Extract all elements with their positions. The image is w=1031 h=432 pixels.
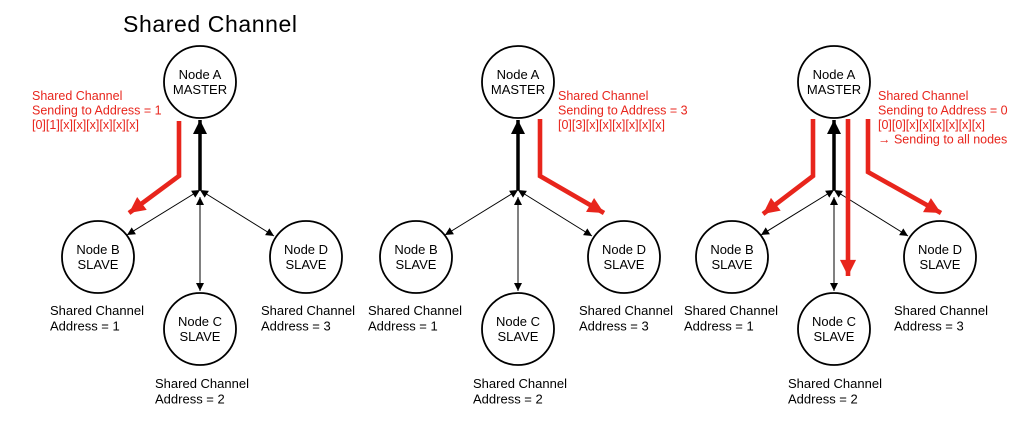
caption-slave-c-line2: Address = 2 [788, 392, 858, 407]
caption-slave-b-line1: Shared Channel [684, 303, 778, 318]
node-b-role: SLAVE [78, 257, 119, 272]
node-a-role: MASTER [807, 82, 861, 97]
node-c-circle [163, 292, 237, 366]
annotation-addr3-line3: [0][3][x][x][x][x][x][x] [558, 118, 665, 132]
caption-slave-c-line2: Address = 2 [155, 392, 225, 407]
annotation-addr0-line1: Shared Channel [878, 89, 968, 103]
node-b-role: SLAVE [712, 257, 753, 272]
annotation-addr1-line1: Shared Channel [32, 89, 122, 103]
bus-link-slave-d [517, 189, 593, 237]
red-send-arrow-to-b [127, 121, 182, 215]
node-b-circle [61, 220, 135, 294]
node-c-circle [481, 292, 555, 366]
node-c-name: Node C [496, 314, 540, 329]
diagram-send-address-1: Node A MASTER Node B SLAVE Node C SLAVE … [32, 45, 355, 407]
caption-slave-b-line2: Address = 1 [50, 319, 120, 334]
annotation-addr0-line2: Sending to Address = 0 [878, 104, 1008, 118]
node-a-name: Node A [179, 67, 222, 82]
bus-link-slave-b [760, 189, 835, 236]
node-d-name: Node D [602, 242, 646, 257]
annotation-addr1-line3: [0][1][x][x][x][x][x][x] [32, 118, 139, 132]
caption-slave-c-line1: Shared Channel [788, 376, 882, 391]
bus-link-slave-d [833, 189, 909, 237]
node-d-name: Node D [918, 242, 962, 257]
node-a-circle [163, 45, 237, 119]
node-a-circle [481, 45, 555, 119]
node-a-circle [797, 45, 871, 119]
node-c-name: Node C [178, 314, 222, 329]
annotation-addr1-line2: Sending to Address = 1 [32, 104, 162, 118]
caption-slave-d-line1: Shared Channel [579, 303, 673, 318]
caption-slave-d-line1: Shared Channel [894, 303, 988, 318]
node-d-role: SLAVE [286, 257, 327, 272]
diagram-send-address-0-broadcast: Node A MASTER Node B SLAVE Node C SLAVE … [684, 45, 1008, 407]
node-b-circle [695, 220, 769, 294]
node-c-role: SLAVE [180, 329, 221, 344]
caption-slave-b-line1: Shared Channel [50, 303, 144, 318]
node-a-role: MASTER [173, 82, 227, 97]
node-d-role: SLAVE [920, 257, 961, 272]
node-b-role: SLAVE [396, 257, 437, 272]
caption-slave-b-line2: Address = 1 [684, 319, 754, 334]
red-send-arrow-to-b [761, 119, 816, 216]
node-b-name: Node B [76, 242, 119, 257]
annotation-addr3-line2: Sending to Address = 3 [558, 104, 688, 118]
red-send-arrow-to-d [865, 119, 943, 216]
node-c-name: Node C [812, 314, 856, 329]
figure-title: Shared Channel [123, 11, 298, 37]
node-d-circle [587, 220, 661, 294]
caption-slave-d-line1: Shared Channel [261, 303, 355, 318]
node-d-role: SLAVE [604, 257, 645, 272]
caption-slave-c-line1: Shared Channel [155, 376, 249, 391]
annotation-addr0-line4: → Sending to all nodes [878, 133, 1007, 147]
node-a-role: MASTER [491, 82, 545, 97]
node-d-circle [269, 220, 343, 294]
bus-link-slave-b [444, 189, 519, 236]
node-c-role: SLAVE [814, 329, 855, 344]
caption-slave-d-line2: Address = 3 [579, 319, 649, 334]
diagram-send-address-3: Node A MASTER Node B SLAVE Node C SLAVE … [368, 45, 688, 407]
caption-slave-d-line2: Address = 3 [261, 319, 331, 334]
annotation-addr3-line1: Shared Channel [558, 89, 648, 103]
annotation-addr0-line3: [0][0][x][x][x][x][x][x] [878, 118, 985, 132]
bus-link-slave-b [126, 189, 201, 236]
node-b-name: Node B [710, 242, 753, 257]
node-d-name: Node D [284, 242, 328, 257]
caption-slave-b-line1: Shared Channel [368, 303, 462, 318]
caption-slave-c-line2: Address = 2 [473, 392, 543, 407]
red-send-arrow-to-d [537, 119, 606, 215]
node-c-circle [797, 292, 871, 366]
node-d-circle [903, 220, 977, 294]
node-a-name: Node A [497, 67, 540, 82]
bus-link-slave-d [199, 189, 275, 237]
node-c-role: SLAVE [498, 329, 539, 344]
caption-slave-b-line2: Address = 1 [368, 319, 438, 334]
node-b-name: Node B [394, 242, 437, 257]
caption-slave-d-line2: Address = 3 [894, 319, 964, 334]
caption-slave-c-line1: Shared Channel [473, 376, 567, 391]
node-b-circle [379, 220, 453, 294]
node-a-name: Node A [813, 67, 856, 82]
